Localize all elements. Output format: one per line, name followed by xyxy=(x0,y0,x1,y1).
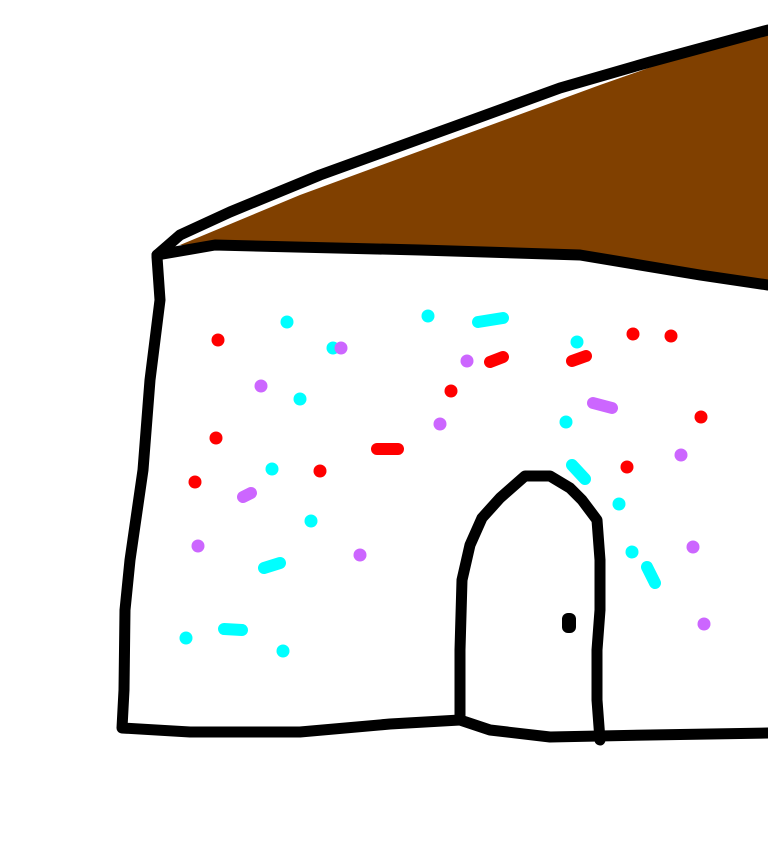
paint-stroke xyxy=(566,350,592,367)
paint-stroke xyxy=(218,623,248,636)
paint-dot xyxy=(674,448,688,462)
paint-dot xyxy=(570,335,584,349)
paint-dot xyxy=(353,548,367,562)
paint-dot xyxy=(179,631,193,645)
paint-stroke xyxy=(472,312,509,328)
wall-outline xyxy=(116,251,768,743)
paint-dot xyxy=(209,431,223,445)
paint-dot xyxy=(276,644,290,658)
paint-dot xyxy=(334,341,348,355)
paint-stroke xyxy=(484,351,509,368)
paint-dot xyxy=(626,327,640,341)
door-knob xyxy=(562,613,576,633)
paint-dot xyxy=(444,384,458,398)
paint-dot xyxy=(304,514,318,528)
door xyxy=(454,470,606,746)
paint-dot xyxy=(254,379,268,393)
paint-dot xyxy=(686,540,700,554)
paint-dot xyxy=(421,309,435,323)
paint-dot xyxy=(293,392,307,406)
paint-stroke xyxy=(641,561,661,589)
paint-dot xyxy=(191,539,205,553)
paint-dot xyxy=(211,333,225,347)
paint-dot xyxy=(559,415,573,429)
paint-dot xyxy=(664,329,678,343)
paint-dot xyxy=(280,315,294,329)
roof xyxy=(180,35,768,280)
paint-dot xyxy=(694,410,708,424)
paint-stroke xyxy=(587,397,618,414)
paint-dot xyxy=(313,464,327,478)
paint-dot xyxy=(433,417,447,431)
paint-dot xyxy=(612,497,626,511)
paint-dot xyxy=(625,545,639,559)
wall-dots xyxy=(179,309,711,658)
paint-dot xyxy=(697,617,711,631)
paint-dot xyxy=(265,462,279,476)
roof-eave xyxy=(151,239,768,291)
paint-dot xyxy=(620,460,634,474)
paint-dot xyxy=(188,475,202,489)
paint-stroke xyxy=(566,459,591,485)
roof-outline xyxy=(151,24,768,261)
paint-dot xyxy=(460,354,474,368)
paint-stroke xyxy=(258,557,286,574)
paint-stroke xyxy=(237,487,257,503)
